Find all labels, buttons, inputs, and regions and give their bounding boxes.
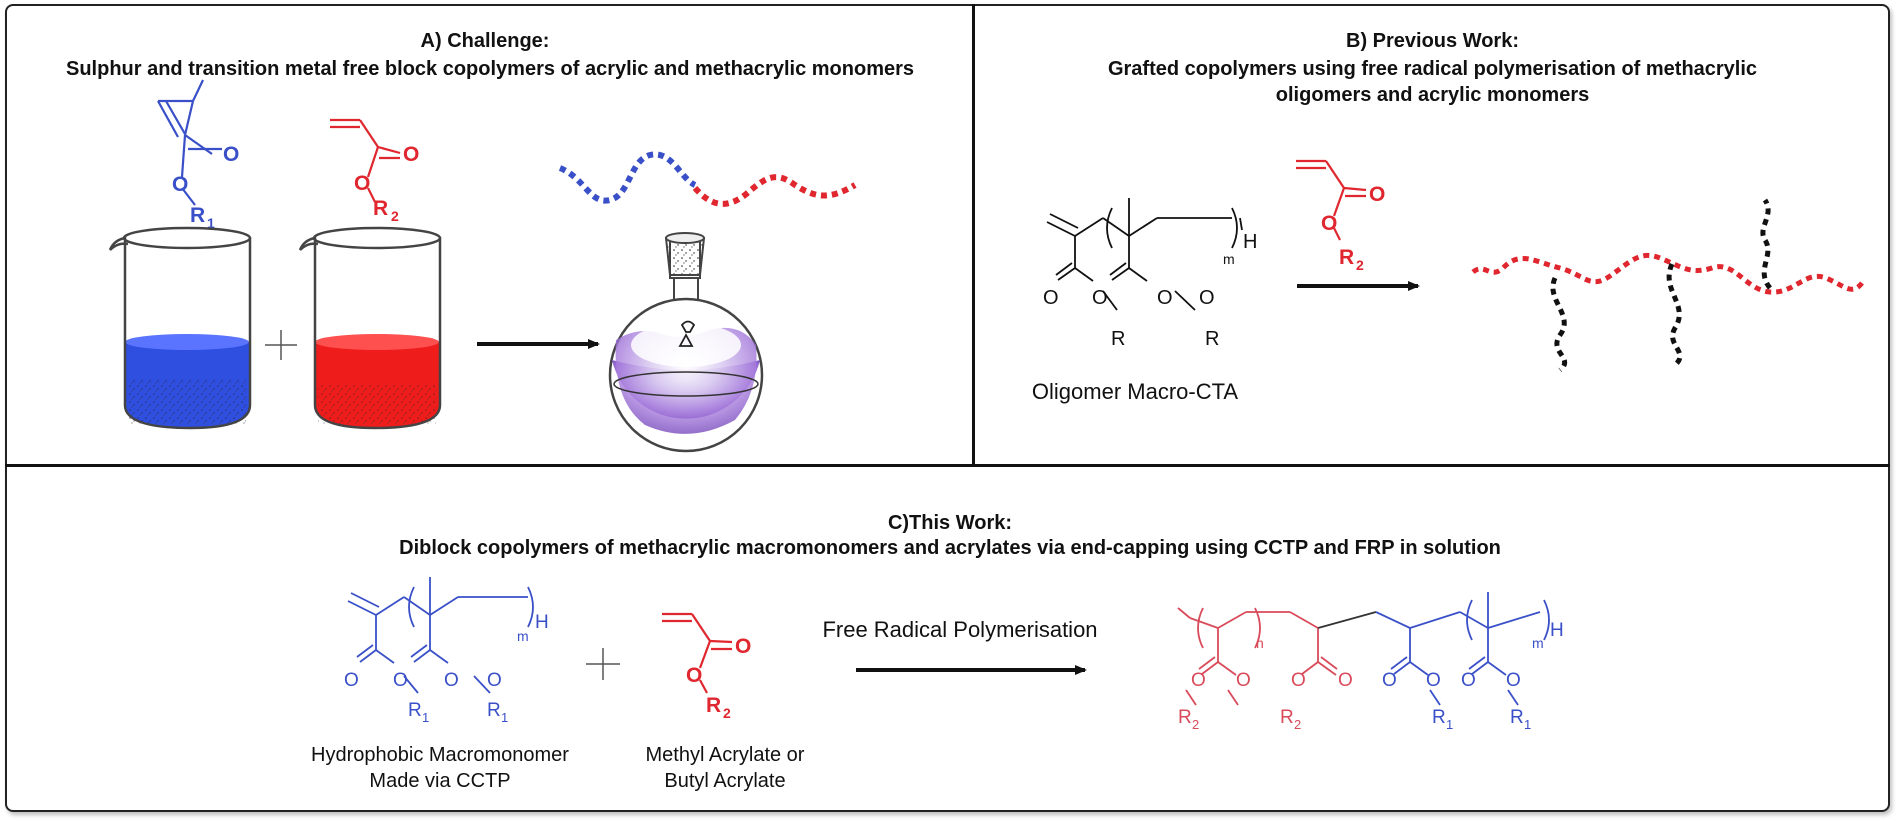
macromonomer-o2: O (393, 670, 408, 691)
panel-b-subtitle-line2: oligomers and acrylic monomers (1275, 84, 1590, 106)
product-o-6: O (1426, 670, 1441, 691)
diblock-copolymer-product (1177, 592, 1550, 706)
graft-branch-2 (1666, 262, 1683, 367)
panel-a-subtitle: Sulphur and transition metal free block … (65, 58, 915, 80)
macromonomer-r-right-sub: 1 (501, 710, 508, 725)
monomer2-r-sub: 2 (391, 208, 399, 224)
product-r1-left-sub: 1 (1446, 717, 1453, 732)
product-o-1: O (1191, 670, 1206, 691)
monomer1-ester-o: O (172, 173, 188, 196)
oligomer-r1: R (1111, 328, 1125, 350)
grafted-backbone-chain (1471, 252, 1864, 295)
hydrophobic-macromonomer-structure (347, 577, 534, 694)
monomer1-r-sub: 1 (207, 215, 215, 231)
macromonomer-m: m (517, 628, 529, 644)
product-r1-left: R (1432, 707, 1446, 728)
product-n: n (1256, 635, 1264, 651)
macromonomer-o1: O (344, 670, 359, 691)
blue-block-chain (558, 151, 697, 204)
product-o-5: O (1382, 670, 1397, 691)
product-r2-left: R (1178, 707, 1192, 728)
macromonomer-label-line1: Hydrophobic Macromonomer (311, 744, 569, 766)
monomer2-r: R (373, 197, 388, 220)
macromonomer-h: H (535, 612, 549, 633)
oligomer-o4: O (1199, 287, 1215, 309)
acrylate-label-line1: Methyl Acrylate or (645, 744, 805, 766)
product-h: H (1550, 620, 1564, 641)
blue-beaker (108, 226, 252, 430)
macromonomer-o4: O (487, 670, 502, 691)
monomer2-carbonyl-o: O (403, 143, 419, 166)
product-o-2: O (1236, 670, 1251, 691)
plus-sign-a (265, 330, 297, 360)
panel-b-monomer-carbonyl-o: O (1369, 183, 1385, 206)
acrylate-monomer-structure (330, 118, 401, 203)
panel-b-monomer-ester-o: O (1321, 212, 1337, 235)
macromonomer-label-line2: Made via CCTP (369, 770, 511, 792)
graft-branch-1 (1550, 276, 1568, 372)
red-beaker (298, 226, 442, 430)
panel-b-monomer-r: R (1339, 246, 1354, 269)
panel-b-title: B) Previous Work: (1346, 30, 1519, 52)
acrylate-label-line2: Butyl Acrylate (664, 770, 786, 792)
panel-b-subtitle-line1: Grafted copolymers using free radical po… (1107, 58, 1758, 80)
panel-c-acrylate-monomer (662, 612, 733, 694)
panel-c-title: C)This Work: (887, 512, 1013, 534)
round-bottom-flask (608, 232, 764, 453)
monomer1-carbonyl-o: O (223, 143, 239, 166)
frp-arrow-label: Free Radical Polymerisation (822, 617, 1098, 642)
product-o-7: O (1461, 670, 1476, 691)
vertical-divider (972, 4, 975, 466)
graft-branch-3 (1760, 198, 1773, 290)
figure-frame (5, 4, 1890, 812)
panel-b-monomer-r-sub: 2 (1356, 257, 1364, 273)
oligomer-h: H (1243, 231, 1257, 253)
panel-a-title: A) Challenge: (420, 30, 550, 52)
product-o-3: O (1291, 670, 1306, 691)
product-r2-right: R (1280, 707, 1294, 728)
oligomer-macro-cta-structure (1046, 198, 1243, 311)
panel-c-subtitle: Diblock copolymers of methacrylic macrom… (399, 537, 1501, 559)
product-o-8: O (1506, 670, 1521, 691)
oligomer-label: Oligomer Macro-CTA (1031, 379, 1239, 404)
macromonomer-r-left-sub: 1 (422, 710, 429, 725)
oligomer-m: m (1223, 251, 1235, 267)
product-m: m (1532, 635, 1544, 651)
horizontal-divider (5, 464, 1890, 467)
plus-sign-c (586, 648, 620, 680)
oligomer-o2: O (1092, 287, 1108, 309)
product-r2-right-sub: 2 (1294, 717, 1301, 732)
product-r1-right: R (1510, 707, 1524, 728)
methacrylate-monomer-structure (157, 79, 222, 206)
product-r1-right-sub: 1 (1524, 717, 1531, 732)
red-block-chain (692, 174, 857, 207)
macromonomer-o3: O (444, 670, 459, 691)
product-r2-left-sub: 2 (1192, 717, 1199, 732)
monomer2-ester-o: O (354, 172, 370, 195)
macromonomer-r-left: R (408, 700, 422, 721)
panel-c-acrylate-carbonyl-o: O (735, 635, 751, 658)
oligomer-o3: O (1157, 287, 1173, 309)
macromonomer-r-right: R (487, 700, 501, 721)
panel-c-acrylate-r: R (706, 694, 721, 717)
monomer1-r: R (190, 204, 205, 227)
oligomer-r2: R (1205, 328, 1219, 350)
oligomer-o1: O (1043, 287, 1059, 309)
panel-c-acrylate-ester-o: O (686, 664, 702, 687)
panel-c-acrylate-r-sub: 2 (723, 705, 731, 721)
panel-b-acrylate-monomer (1296, 159, 1367, 241)
product-o-4: O (1338, 670, 1353, 691)
